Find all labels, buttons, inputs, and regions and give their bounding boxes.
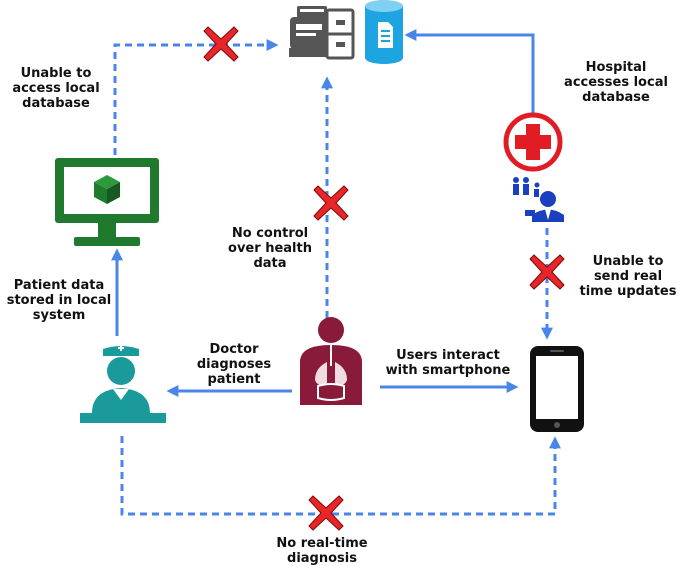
blocked-x-icon bbox=[308, 495, 344, 531]
label-no-control: No control over health data bbox=[228, 226, 312, 271]
people-icon bbox=[513, 177, 540, 197]
label-doctor-diagnoses: Doctor diagnoses patient bbox=[196, 342, 272, 387]
label-patient-stored: Patient data stored in local system bbox=[6, 278, 112, 323]
patient-body-icon bbox=[300, 317, 362, 405]
hospital-cross-icon bbox=[503, 112, 563, 172]
arrow-nurse-to-phone bbox=[120, 436, 561, 516]
label-users-interact: Users interact with smartphone bbox=[385, 348, 511, 378]
doctor-icon bbox=[525, 191, 564, 222]
computer-monitor-icon bbox=[55, 158, 159, 246]
label-hospital-accesses: Hospital accesses local database bbox=[564, 60, 668, 105]
arrow-monitor-to-cabinet bbox=[113, 39, 279, 155]
blocked-x-icon bbox=[529, 254, 565, 290]
arrow-hospital-to-database bbox=[404, 29, 535, 115]
database-icon bbox=[365, 0, 403, 64]
label-unable-send: Unable to send real time updates bbox=[579, 254, 677, 299]
nurse-icon bbox=[80, 345, 166, 423]
smartphone-icon bbox=[530, 346, 584, 432]
label-no-realtime: No real-time diagnosis bbox=[276, 536, 368, 566]
blocked-x-icon bbox=[203, 26, 239, 62]
file-cabinet-icon bbox=[289, 6, 355, 60]
label-unable-access: Unable to access local database bbox=[12, 66, 100, 111]
blocked-x-icon bbox=[313, 185, 349, 221]
